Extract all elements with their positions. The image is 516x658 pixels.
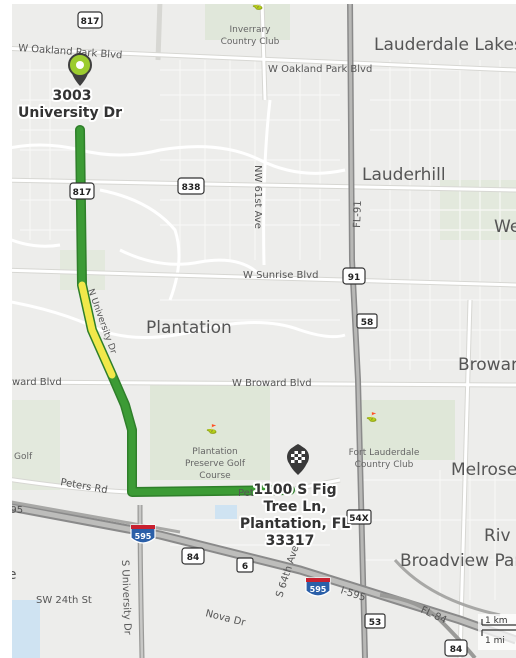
svg-text:838: 838	[182, 183, 201, 193]
start-label-line2: University Dr	[18, 105, 122, 121]
svg-text:6: 6	[242, 562, 248, 572]
svg-text:595: 595	[310, 585, 327, 594]
left-frame-edge	[0, 0, 12, 658]
end-marker[interactable]: 1100 S Fig Tree Ln, Plantation, FL 33317	[238, 444, 352, 551]
poi-plantation-golf-icon: ⛳	[206, 423, 217, 435]
place-broward: Broward	[458, 355, 516, 375]
start-marker[interactable]: 3003 University Dr	[16, 52, 124, 123]
svg-text:53: 53	[369, 618, 382, 628]
road-nw61: NW 61st Ave	[252, 165, 263, 229]
shield-91: 91	[342, 267, 366, 285]
svg-text:817: 817	[73, 188, 92, 198]
minor-roads	[0, 99, 346, 339]
road-sw24: SW 24th St	[36, 595, 92, 606]
street-grid	[20, 60, 516, 600]
place-broadview-park: Broadview Park	[400, 551, 516, 571]
poi-ftl-cc-line2: Country Club	[355, 460, 414, 470]
road-fl91: FL-91	[352, 200, 364, 228]
poi-golf-icon: ⛳	[252, 0, 263, 11]
svg-text:84: 84	[187, 553, 200, 563]
poi-ftl-cc-icon: ⛳	[366, 411, 377, 423]
poi-ftl-cc-line1: Fort Lauderdale	[349, 448, 420, 458]
poi-labels: ⛳ Inverrary Country Club ⛳ Plantation Pr…	[14, 0, 420, 481]
svg-text:84: 84	[450, 645, 463, 655]
place-melrose: Melrose	[451, 460, 516, 480]
poi-plantation-golf-line1: Plantation	[192, 447, 237, 457]
road-oakland-east: W Oakland Park Blvd	[268, 64, 372, 75]
road-s-university: S University Dr	[119, 560, 133, 636]
scale-bar: 1 km 1 mi	[478, 614, 516, 650]
svg-text:595: 595	[135, 532, 152, 541]
checkered-flag-pin-icon	[287, 444, 309, 475]
place-lauderhill: Lauderhill	[362, 165, 446, 185]
scale-mi: 1 mi	[485, 636, 505, 646]
shield-838: 838	[177, 177, 205, 195]
poi-inverrary-line2: Country Club	[221, 37, 280, 47]
shield-84-b: 84	[444, 639, 468, 657]
place-lauderdale-lakes: Lauderdale Lakes	[374, 35, 516, 55]
place-riv: Riv	[484, 526, 511, 546]
end-label-line2: Tree Ln,	[264, 499, 327, 515]
place-labels: Lauderdale Lakes Lauderhill Plantation B…	[146, 35, 516, 571]
poi-inverrary-line1: Inverrary	[229, 25, 271, 35]
shield-58: 58	[356, 313, 378, 329]
road-left-595: 595	[4, 505, 23, 516]
end-label-line3: Plantation, FL	[240, 516, 350, 532]
shield-54x: 54X	[346, 509, 372, 525]
road-broward-east: W Broward Blvd	[232, 378, 312, 389]
shield-817-top: 817	[77, 11, 103, 29]
shield-6: 6	[236, 557, 254, 573]
poi-plantation-golf-line2: Preserve Golf	[185, 459, 246, 469]
interstate-shield-595-b: 595	[305, 577, 331, 597]
route-path	[75, 125, 295, 497]
road-peters-short: Peters	[238, 488, 269, 499]
place-plantation: Plantation	[146, 318, 232, 338]
top-frame-edge	[0, 0, 516, 4]
shield-817: 817	[69, 182, 95, 200]
shield-84-a: 84	[181, 547, 205, 565]
shield-53: 53	[364, 613, 386, 629]
svg-text:54X: 54X	[349, 514, 369, 524]
location-pin-icon	[68, 52, 92, 86]
scale-km: 1 km	[485, 616, 508, 626]
svg-text:58: 58	[361, 318, 374, 328]
end-label-line1: 1100 S Fig	[253, 482, 336, 498]
start-label-line1: 3003	[53, 88, 92, 104]
poi-golf: Golf	[14, 452, 33, 462]
interstate-shield-595-a: 595	[130, 524, 156, 544]
poi-plantation-golf-line3: Course	[199, 471, 231, 481]
svg-text:817: 817	[81, 17, 100, 27]
end-label-line4: 33317	[266, 533, 315, 549]
road-sunrise: W Sunrise Blvd	[243, 270, 318, 281]
place-we: We	[494, 217, 516, 237]
route-shields: 817 817 838 91 58 54X 84 6	[69, 11, 468, 657]
road-broward-west: ward Blvd	[12, 377, 62, 388]
svg-text:91: 91	[348, 273, 361, 283]
